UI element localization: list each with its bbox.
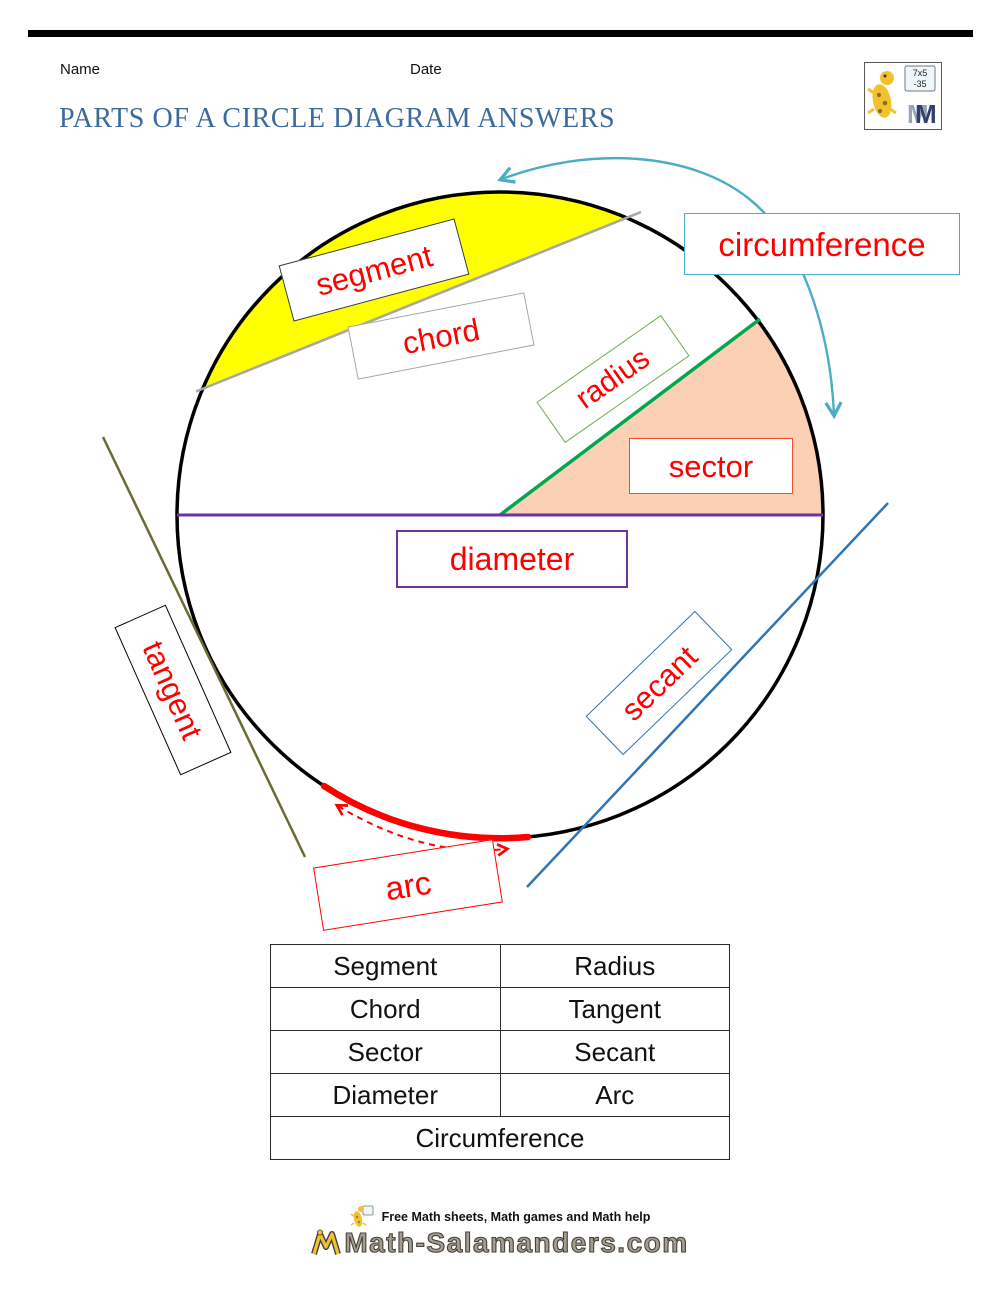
answer-cell: Tangent	[499, 987, 730, 1031]
page-title: PARTS OF A CIRCLE DIAGRAM ANSWERS	[59, 103, 616, 134]
answer-cell: Sector	[270, 1030, 501, 1074]
table-row: Chord Tangent	[270, 987, 730, 1031]
footer-tagline: Free Math sheets, Math games and Math he…	[0, 1205, 1000, 1229]
answer-cell: Chord	[270, 987, 501, 1031]
salamander-icon	[867, 71, 897, 118]
site-name-text: Math-Salamanders.com	[344, 1226, 689, 1258]
calculator-text-bottom: -35	[913, 79, 926, 89]
logo-monogram-shadow: M	[907, 99, 929, 129]
name-label: Name	[60, 61, 101, 78]
answer-cell: Segment	[270, 944, 501, 988]
answer-cell: Radius	[499, 944, 730, 988]
salamander-m-icon	[311, 1229, 342, 1255]
circumference-arrow	[497, 156, 843, 420]
site-name-line: Math-Salamanders.com	[0, 1226, 1000, 1259]
arc-highlight	[320, 782, 532, 842]
chord-line	[195, 210, 642, 393]
sector-label: sector	[629, 438, 793, 494]
calculator-text-top: 7x5	[913, 68, 928, 78]
radius-line	[498, 317, 762, 517]
footer-tagline-text: Free Math sheets, Math games and Math he…	[381, 1210, 651, 1224]
brand-logo: 7x5 -35 M M	[864, 62, 942, 130]
secant-line	[526, 502, 889, 888]
table-row: Diameter Arc	[270, 1073, 730, 1117]
answer-cell: Secant	[499, 1030, 730, 1074]
date-label: Date	[410, 61, 442, 78]
circumference-label: circumference	[684, 213, 960, 275]
answer-cell-full: Circumference	[270, 1116, 730, 1160]
footer-logo-icon	[350, 1205, 373, 1227]
logo-monogram: M	[915, 99, 937, 129]
table-row: Sector Secant	[270, 1030, 730, 1074]
top-border-bar	[28, 30, 973, 37]
brand-logo-graphic: 7x5 -35 M M	[867, 65, 937, 129]
answer-cell: Diameter	[270, 1073, 501, 1117]
tangent-line	[101, 436, 307, 858]
diameter-label: diameter	[396, 530, 628, 588]
calculator-icon	[904, 65, 936, 92]
table-row: Circumference	[270, 1116, 730, 1160]
table-row: Segment Radius	[270, 944, 730, 988]
answer-cell: Arc	[499, 1073, 730, 1117]
answer-table: Segment Radius Chord Tangent Sector Seca…	[270, 944, 730, 1160]
